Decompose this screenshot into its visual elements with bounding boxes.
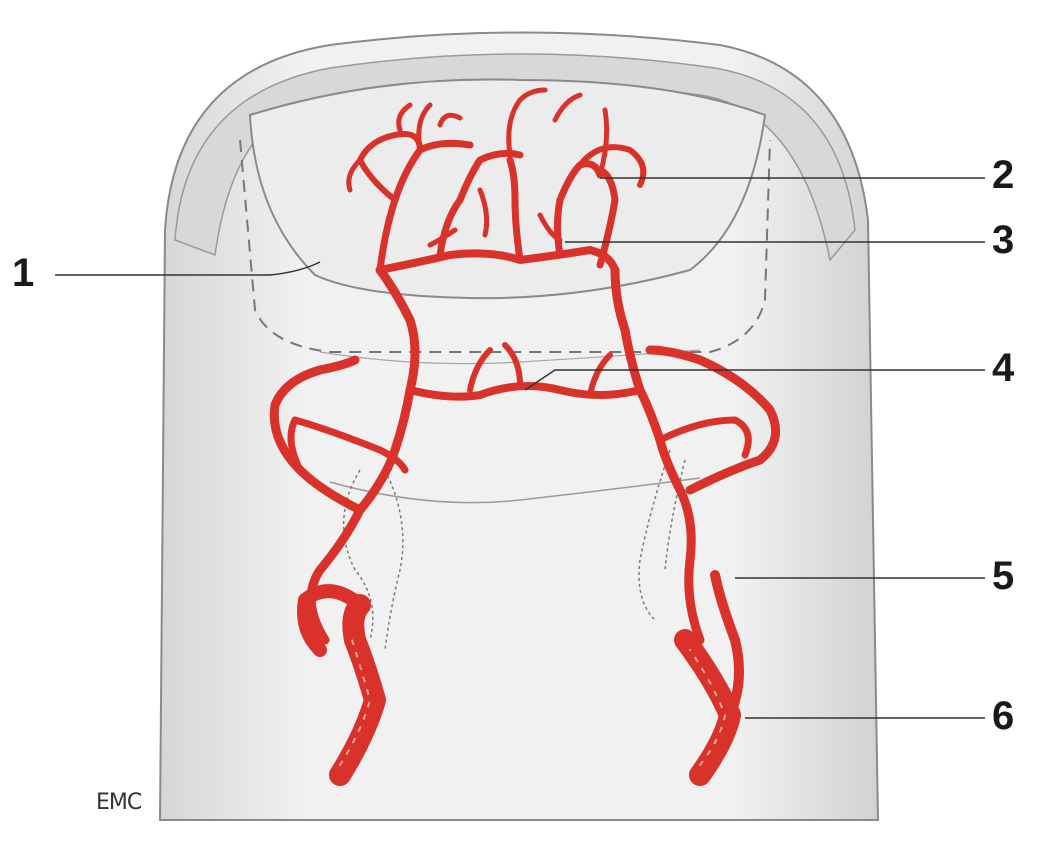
publisher-credit: EMC xyxy=(96,790,141,815)
label-1: 1 xyxy=(12,253,34,293)
label-6: 6 xyxy=(992,696,1014,736)
label-4: 4 xyxy=(992,348,1014,388)
label-5: 5 xyxy=(992,556,1014,596)
label-2: 2 xyxy=(992,155,1014,195)
nail-plate xyxy=(250,79,765,298)
label-3: 3 xyxy=(992,220,1014,260)
